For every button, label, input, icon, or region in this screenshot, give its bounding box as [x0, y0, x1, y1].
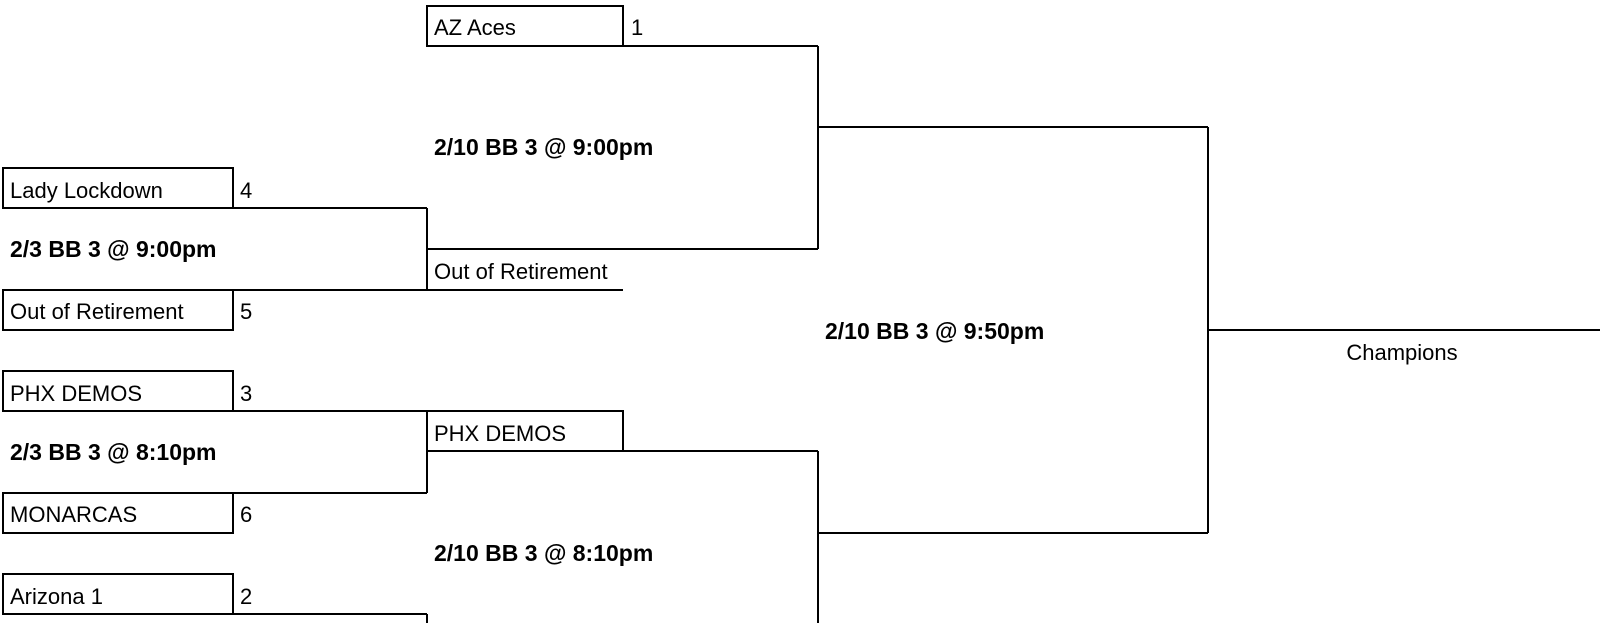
team-name-out-of-retirement: Out of Retirement: [10, 299, 184, 324]
team-name-phx-demos-advanced: PHX DEMOS: [434, 421, 566, 446]
seed-phx-demos: 3: [240, 381, 252, 406]
team-box-phx-demos-advanced: [426, 410, 624, 452]
team-name-az-aces: AZ Aces: [434, 15, 516, 40]
team-box-out-of-retirement: [2, 289, 234, 331]
team-name-arizona-1: Arizona 1: [10, 584, 103, 609]
team-name-lady-lockdown: Lady Lockdown: [10, 178, 163, 203]
team-name-phx-demos: PHX DEMOS: [10, 381, 142, 406]
champions-label: Champions: [1346, 340, 1457, 365]
seed-monarcas: 6: [240, 502, 252, 527]
seed-arizona-1: 2: [240, 584, 252, 609]
seed-out-of-retirement: 5: [240, 299, 252, 324]
game-schedule-r2g2: 2/10 BB 3 @ 8:10pm: [434, 540, 653, 566]
team-box-arizona-1: [2, 573, 234, 615]
game-schedule-r1g2: 2/3 BB 3 @ 8:10pm: [10, 439, 217, 465]
game-schedule-r1g1: 2/3 BB 3 @ 9:00pm: [10, 236, 217, 262]
seed-az-aces: 1: [631, 15, 643, 40]
team-box-az-aces: [426, 5, 624, 47]
team-box-monarcas: [2, 492, 234, 534]
game-schedule-r2g1: 2/10 BB 3 @ 9:00pm: [434, 134, 653, 160]
team-name-monarcas: MONARCAS: [10, 502, 137, 527]
team-name-out-of-retirement-advanced: Out of Retirement: [434, 259, 608, 284]
game-schedule-final: 2/10 BB 3 @ 9:50pm: [825, 318, 1044, 344]
team-box-lady-lockdown: [2, 167, 234, 209]
seed-lady-lockdown: 4: [240, 178, 252, 203]
team-box-phx-demos: [2, 370, 234, 412]
